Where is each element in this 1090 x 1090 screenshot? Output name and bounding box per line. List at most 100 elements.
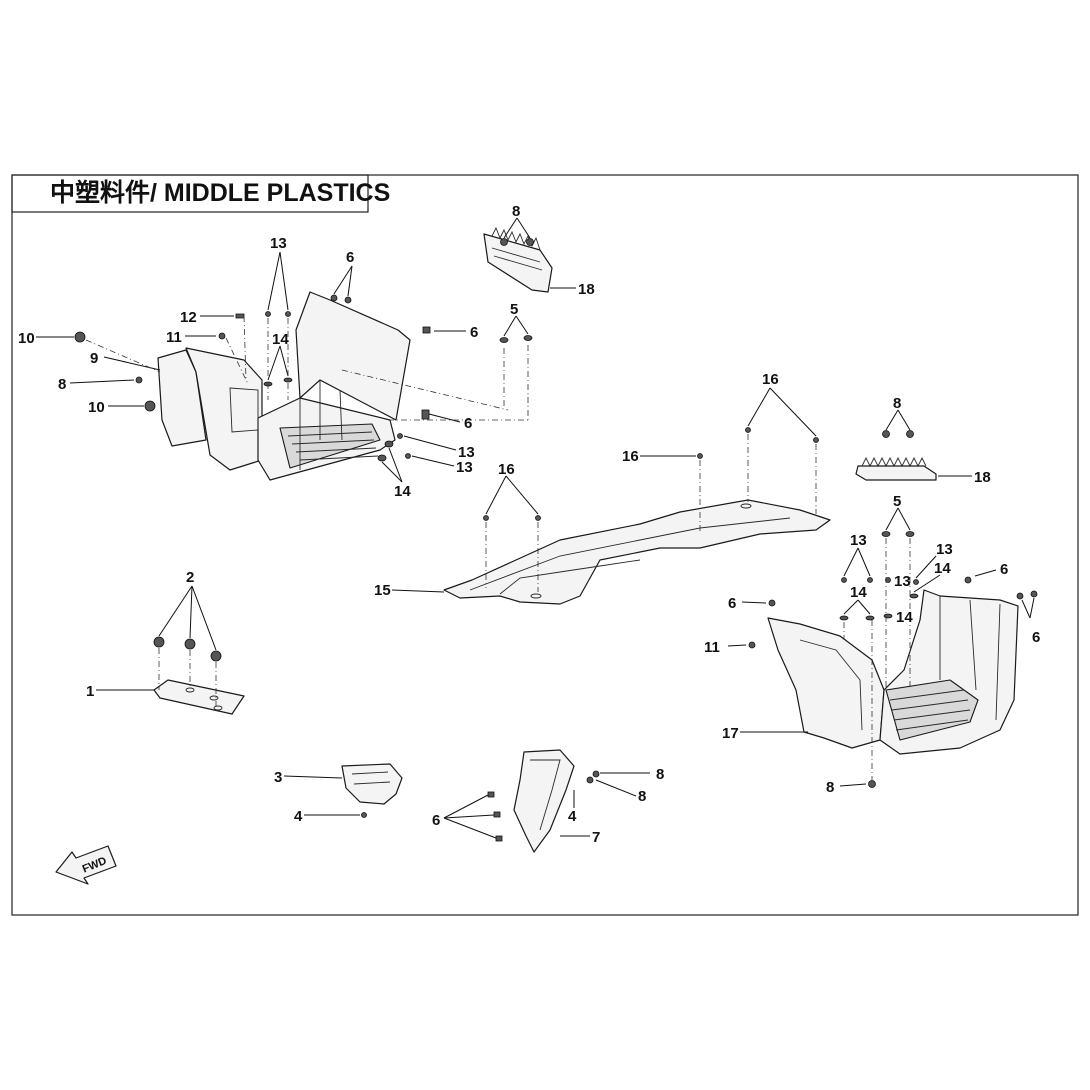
washer-14-c (384, 440, 394, 448)
callout-2: 2 (186, 569, 194, 586)
fwd-direction-indicator: FWD (55, 845, 117, 885)
bolt-13-h (913, 579, 919, 585)
callout-1: 1 (86, 683, 94, 700)
screw-8-bracket-b (586, 776, 594, 784)
bolt-8-right-a (882, 430, 890, 438)
bolt-8-top-a (500, 238, 508, 246)
bolt-8-right-b (906, 430, 914, 438)
bolt-8-top-b (526, 238, 534, 246)
callout-14: 14 (934, 560, 951, 577)
nut-10-upper (74, 331, 86, 343)
bolt-13-c (397, 433, 403, 439)
callout-18: 18 (578, 281, 595, 298)
callout-5: 5 (510, 301, 518, 318)
part-15-center-panel (443, 499, 831, 605)
callout-3: 3 (274, 769, 282, 786)
callout-6: 6 (346, 249, 354, 266)
part-3-cover (341, 763, 403, 805)
screw-4-left (361, 812, 367, 818)
bolt-13-a (265, 311, 271, 317)
callout-6: 6 (1000, 561, 1008, 578)
screw-16-b (535, 515, 541, 521)
bolt-13-d (405, 453, 411, 459)
clip-6-g (1030, 590, 1038, 598)
callout-11: 11 (166, 329, 182, 346)
callout-10: 10 (88, 399, 105, 416)
callout-8: 8 (58, 376, 66, 393)
screw-16-d (745, 427, 751, 433)
bolt-13-f (867, 577, 873, 583)
part-17-right-side-panel (767, 617, 885, 749)
callout-5: 5 (893, 493, 901, 510)
callout-6: 6 (1032, 629, 1040, 646)
part-1-bracket (153, 679, 245, 715)
clip-11-right (748, 641, 756, 649)
callout-14: 14 (394, 483, 411, 500)
callout-10: 10 (18, 330, 35, 347)
callout-12: 12 (180, 309, 197, 326)
callout-14: 14 (896, 609, 913, 626)
clip-6-h (1016, 592, 1024, 600)
clip-6-b (344, 296, 352, 304)
screw-16-c (697, 453, 703, 459)
clip-6-d (421, 409, 430, 420)
bolt-2-a (153, 636, 165, 648)
callout-18: 18 (974, 469, 991, 486)
washer-14-e (839, 615, 849, 621)
callout-13: 13 (458, 444, 475, 461)
screw-16-a (483, 515, 489, 521)
washer-14-g (883, 613, 893, 619)
diagram-frame (11, 174, 1079, 916)
part-7-bracket (513, 749, 575, 853)
title-box (11, 174, 369, 213)
callout-15: 15 (374, 582, 391, 599)
bolt-13-b (285, 311, 291, 317)
callout-6: 6 (728, 595, 736, 612)
callout-13: 13 (850, 532, 867, 549)
screw-8-bracket-a (592, 770, 600, 778)
grommet-5-right-b (905, 531, 915, 537)
callout-labels: 10 9 8 10 11 12 13 14 6 6 6 13 13 14 8 1… (18, 203, 1040, 846)
callout-13: 13 (936, 541, 953, 558)
grommet-5-top-b (523, 335, 533, 341)
fwd-arrow-icon (55, 845, 117, 885)
right-footwell-assembly (727, 538, 1038, 788)
bolt-13-g (885, 577, 891, 583)
callout-16: 16 (762, 371, 779, 388)
callout-13: 13 (456, 459, 473, 476)
clip-6-c (422, 326, 431, 334)
rivet-12 (235, 313, 245, 319)
footrest-top-assembly (483, 217, 576, 343)
left-footwell-assembly (36, 251, 529, 483)
left-footwell-rear-wall (295, 291, 411, 421)
clip-6-j (493, 811, 501, 818)
callout-4: 4 (294, 808, 303, 825)
grommet-5-right-a (881, 531, 891, 537)
screw-16-e (813, 437, 819, 443)
callout-8: 8 (512, 203, 520, 220)
callout-16: 16 (498, 461, 515, 478)
callout-6: 6 (470, 324, 478, 341)
center-floor-panel-assembly (391, 387, 831, 605)
clip-11-left (218, 332, 226, 340)
bolt-13-e (841, 577, 847, 583)
footrest-right-assembly (855, 409, 972, 537)
callout-16: 16 (622, 448, 639, 465)
callout-14: 14 (850, 584, 867, 601)
diagram-title: 中塑料件/ MIDDLE PLASTICS (50, 179, 390, 207)
clip-6-e (768, 599, 776, 607)
grommet-5-top-a (499, 337, 509, 343)
callout-6: 6 (432, 812, 440, 829)
callout-11: 11 (704, 639, 720, 656)
callout-7: 7 (592, 829, 600, 846)
callout-8: 8 (826, 779, 834, 796)
screw-8-left (135, 376, 143, 384)
clip-6-i (487, 791, 495, 798)
washer-14-h (909, 593, 919, 599)
clip-6-f (964, 576, 972, 584)
part-9-side-panel (157, 349, 207, 447)
callout-8: 8 (656, 766, 664, 783)
washer-14-d (377, 454, 387, 462)
clip-6-a (330, 294, 338, 302)
